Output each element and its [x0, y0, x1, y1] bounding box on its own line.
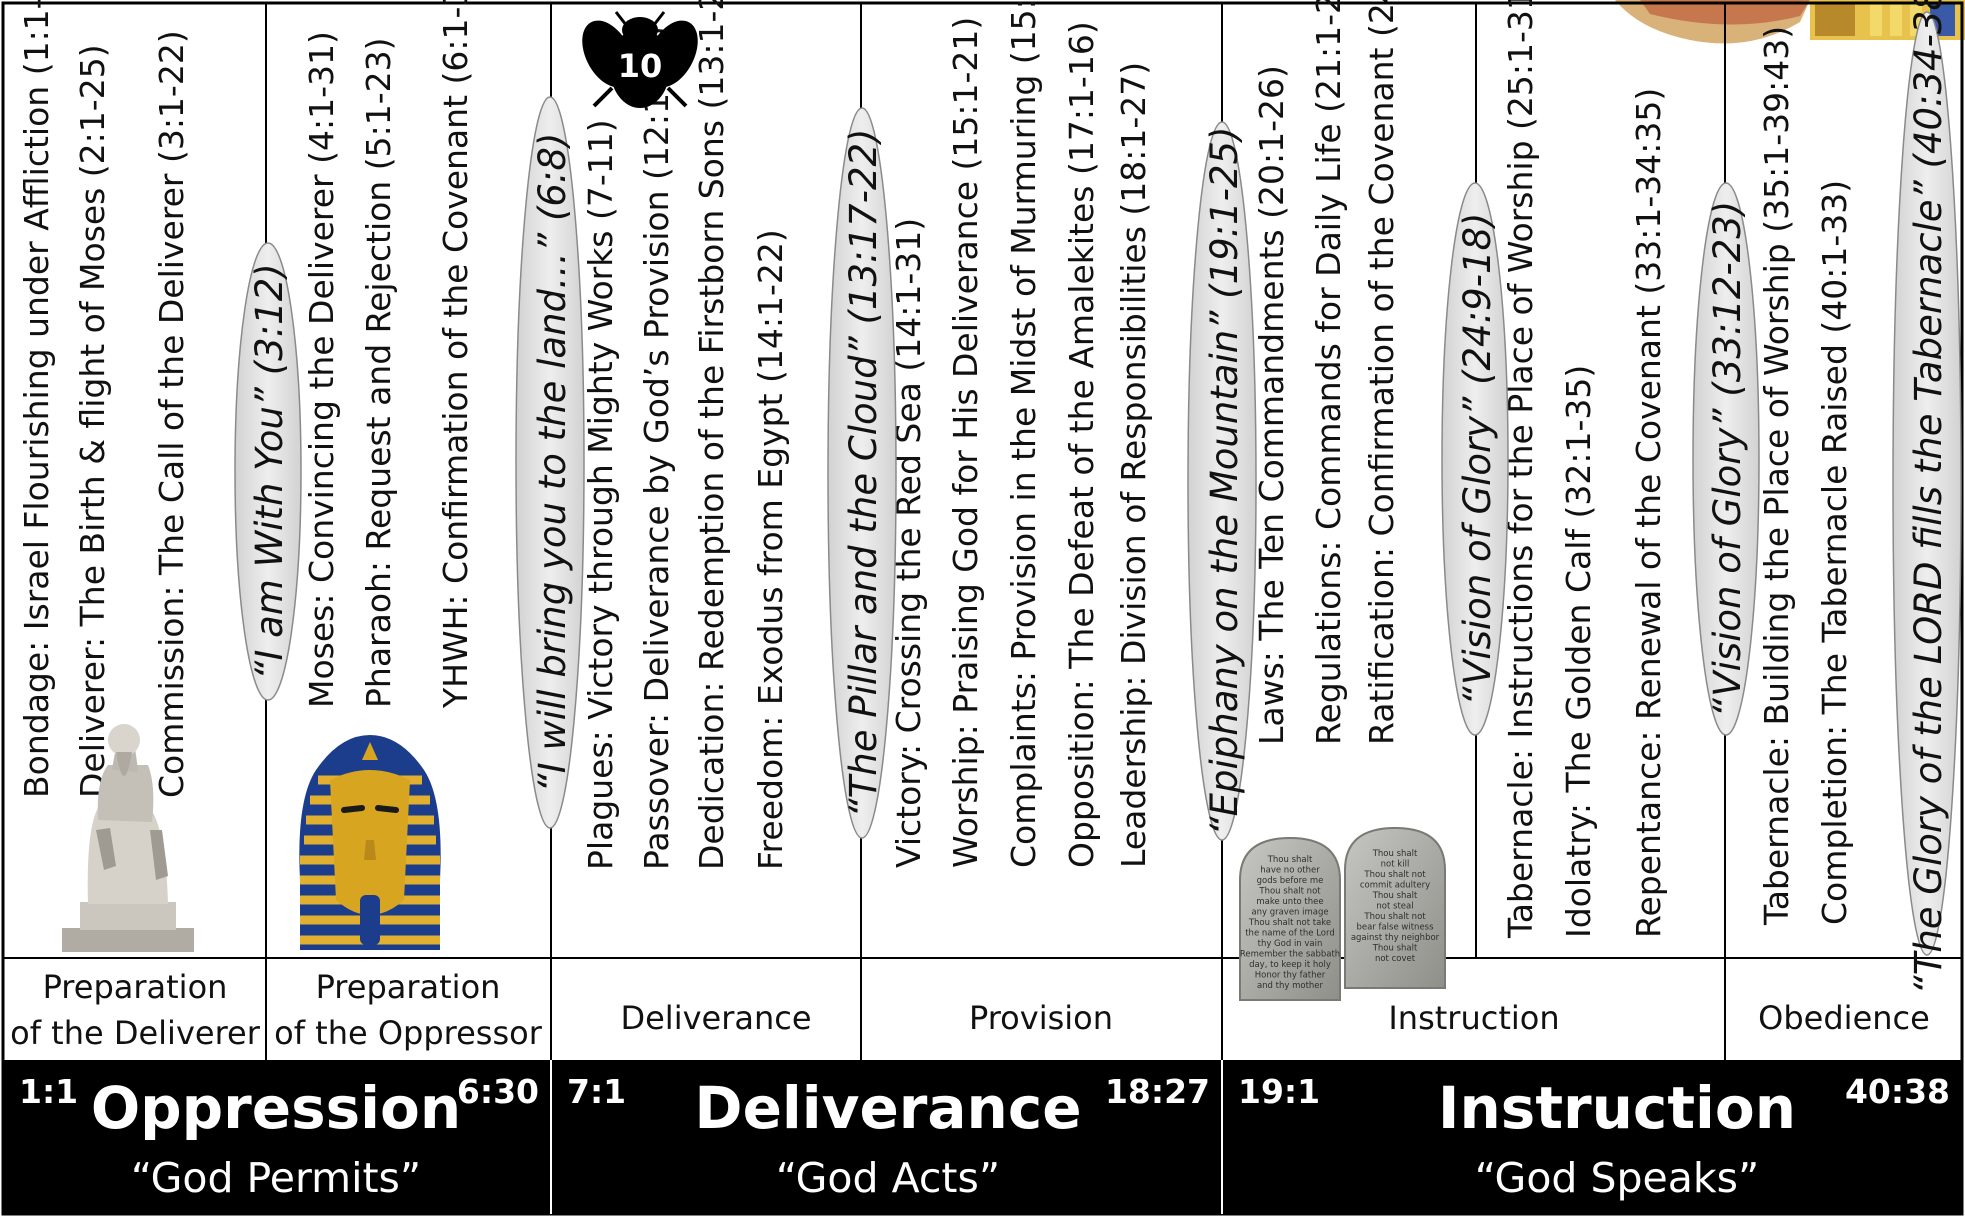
tablet-inscription: make unto thee: [1256, 897, 1323, 907]
section-end-ref: 18:27: [1105, 1072, 1210, 1111]
quote-oval: [827, 107, 897, 839]
tablet-inscription: not covet: [1375, 954, 1416, 964]
chapter-line: Passover: Deliverance by God’s Provision…: [637, 26, 676, 870]
tablet-inscription: have no other: [1260, 866, 1320, 876]
quote-oval: [515, 96, 585, 829]
division-subheadings: Preparation of the Deliverer Preparation of…: [10, 968, 1930, 1052]
quote-text: “Epiphany on the Mountain” (19:1-25): [1203, 126, 1246, 835]
tablet-inscription: day, to keep it holy: [1249, 960, 1331, 970]
tablet-inscription: not steal: [1376, 902, 1413, 912]
tablet-inscription: Honor thy father: [1255, 971, 1326, 981]
section-title: Oppression: [91, 1074, 461, 1142]
subheading: Deliverance: [620, 999, 811, 1037]
tablet-inscription: the name of the Lord: [1245, 929, 1335, 939]
moses-statue: [62, 724, 194, 952]
tablet-inscription: Thou shalt not: [1363, 912, 1426, 922]
section-start-ref: 1:1: [19, 1072, 78, 1111]
section-motto: “God Acts”: [776, 1154, 1000, 1202]
tablet-inscription: Thou shalt: [1372, 849, 1418, 859]
quote-text: “I am With You” (3:12): [248, 263, 291, 679]
tablet-inscription: Thou shalt not: [1258, 887, 1321, 897]
quote-text: “Vision of Glory” (33:12-23): [1706, 201, 1749, 718]
chapter-columns: Bondage: Israel Flourishing under Afflic…: [17, 0, 1854, 939]
subheading: Obedience: [1758, 999, 1930, 1037]
section-dividers: [550, 1060, 1223, 1214]
chapter-line: Dedication: Redemption of the Firstborn …: [692, 0, 731, 870]
tablet-inscription: not kill: [1381, 860, 1410, 870]
chapter-line: Regulations: Commands for Daily Life (21…: [1309, 0, 1348, 745]
section-start-ref: 19:1: [1238, 1072, 1320, 1111]
subheading: Instruction: [1388, 999, 1559, 1037]
quote-oval: [234, 242, 302, 701]
chapter-line: Bondage: Israel Flourishing under Afflic…: [17, 0, 56, 798]
quote-text: “The Pillar and the Cloud” (13:17-22): [842, 129, 885, 818]
quote-oval: [1441, 182, 1509, 736]
chapter-line: Laws: The Ten Commandments (20:1-26): [1252, 65, 1291, 745]
fly-icon: 10: [582, 11, 698, 108]
chapter-line: Complaints: Provision in the Midst of Mu…: [1004, 0, 1043, 868]
subheading-line1: Preparation: [316, 968, 501, 1006]
section-motto: “God Permits”: [131, 1154, 421, 1202]
quote-ovals: “I am With You” (3:12) “I will bring you …: [234, 0, 1962, 994]
section-title: Instruction: [1438, 1074, 1796, 1142]
chapter-line: Ratification: Confirmation of the Covena…: [1362, 0, 1401, 745]
quote-oval: [1892, 11, 1962, 956]
plague-number: 10: [618, 47, 663, 85]
quote-text: “The Glory of the LORD fills the Taberna…: [1907, 0, 1950, 994]
tablet-inscription: thy God in vain: [1258, 939, 1323, 949]
chapter-line: Tabernacle: Building the Place of Worshi…: [1757, 26, 1796, 926]
chapter-line: Commission: The Call of the Deliverer (3…: [152, 30, 191, 798]
chapter-line: Freedom: Exodus from Egypt (14:1-22): [751, 229, 790, 870]
chapter-line: Moses: Convincing the Deliverer (4:1-31): [302, 31, 341, 708]
section-end-ref: 40:38: [1845, 1072, 1950, 1111]
quote-oval: [1692, 182, 1760, 736]
chapter-line: Completion: The Tabernacle Raised (40:1-…: [1815, 180, 1854, 925]
chapter-line: Pharaoh: Request and Rejection (5:1-23): [359, 38, 398, 708]
tablet-inscription: commit adultery: [1360, 881, 1430, 891]
chapter-line: Deliverer: The Birth & flight of Moses (…: [73, 44, 112, 798]
chapter-line: Leadership: Division of Responsibilities…: [1114, 62, 1153, 868]
tablet-inscription: any graven image: [1251, 908, 1328, 918]
tablet-inscription: Thou shalt not take: [1248, 918, 1331, 928]
section-title: Deliverance: [694, 1074, 1081, 1142]
tablet-inscription: gods before me: [1257, 876, 1324, 886]
chapter-line: Worship: Praising God for His Deliveranc…: [946, 17, 985, 868]
section-start-ref: 7:1: [567, 1072, 626, 1111]
section-motto: “God Speaks”: [1475, 1154, 1759, 1202]
tablet-inscription: Thou shalt: [1372, 944, 1418, 954]
pharaoh-mask: [299, 735, 441, 950]
chapter-line: Repentance: Renewal of the Covenant (33:…: [1629, 88, 1668, 938]
tablet-inscription: Thou shalt not: [1363, 870, 1426, 880]
section-end-ref: 6:30: [457, 1072, 539, 1111]
quote-oval: [1187, 121, 1257, 841]
tablet-inscription: and thy mother: [1257, 981, 1324, 991]
section-bar: [3, 1060, 1962, 1214]
subheading-line2: of the Deliverer: [10, 1014, 261, 1052]
subheading-line2: of the Oppressor: [274, 1014, 543, 1052]
quote-text: “Vision of Glory” (24:9-18): [1456, 213, 1499, 706]
chapter-line: Plagues: Victory through Mighty Works (7…: [581, 119, 620, 870]
tablet-inscription: Remember the sabbath: [1240, 950, 1340, 960]
chapter-line: Idolatry: The Golden Calf (32:1-35): [1559, 365, 1598, 938]
quote-text: “I will bring you to the land…” (6:8): [531, 133, 574, 793]
tablet-inscription: Thou shalt: [1372, 891, 1418, 901]
chapter-line: YHWH: Confirmation of the Covenant (6:1-…: [436, 0, 475, 709]
subheading-line1: Preparation: [43, 968, 228, 1006]
tablet-inscription: bear false witness: [1356, 923, 1434, 933]
subheading: Provision: [969, 999, 1113, 1037]
tablet-inscription: Thou shalt: [1267, 855, 1313, 865]
tablet-inscription: against thy neighbor: [1351, 933, 1440, 943]
tabernacle-picture: [1615, 0, 1965, 44]
chapter-line: Opposition: The Defeat of the Amalekites…: [1062, 21, 1101, 868]
